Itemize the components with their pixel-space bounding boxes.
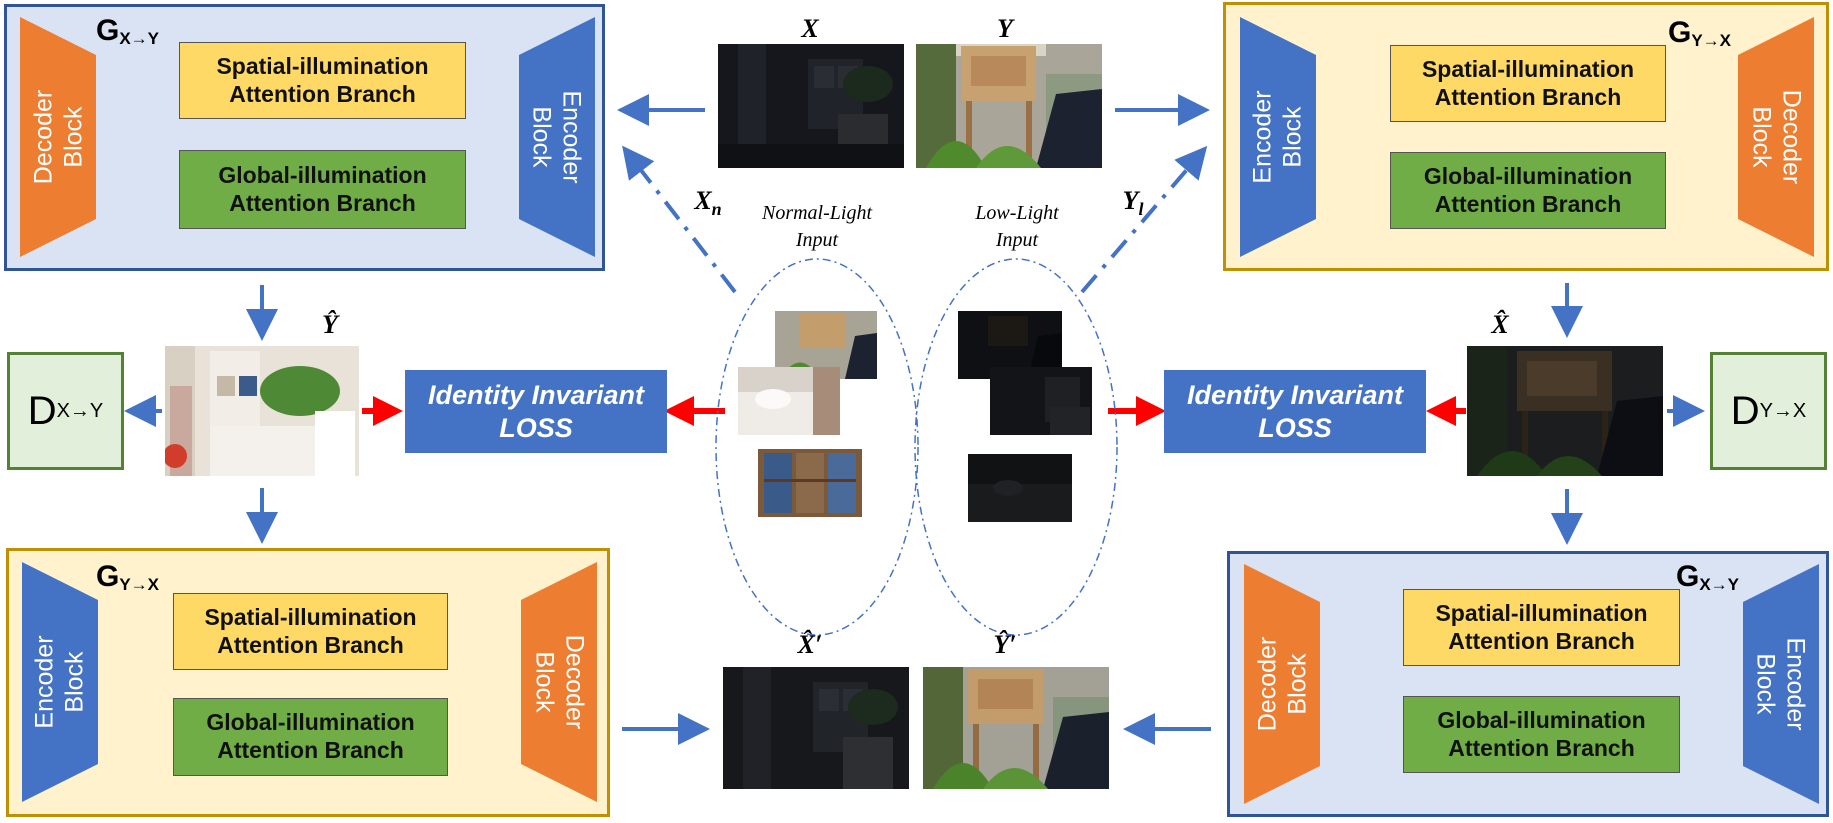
- image-y-hat-prime: [923, 667, 1109, 789]
- label-y: Y: [997, 14, 1013, 43]
- thumb-low-2: [990, 367, 1092, 435]
- encoder-block: [519, 17, 595, 257]
- generator-label: GY→X: [96, 560, 160, 594]
- decoder-block: [20, 17, 96, 257]
- label-x-n: Xn: [694, 186, 722, 220]
- thumb-normal-2: [738, 367, 840, 435]
- image-x-low-light: [718, 44, 904, 168]
- decoder-block: [1244, 564, 1320, 804]
- flow-arrows: [124, 94, 1705, 745]
- encoder-block: [1743, 564, 1819, 804]
- image-x-hat-generated: [1467, 346, 1663, 476]
- decoder-block: [1738, 17, 1814, 257]
- label-x: X: [801, 14, 819, 43]
- label-x-hat: X̂: [1491, 310, 1509, 339]
- image-x-hat-prime: [723, 667, 909, 789]
- low-light-ellipse: [914, 258, 1118, 636]
- image-y-normal-light: [916, 44, 1102, 168]
- decoder-block: [521, 562, 597, 802]
- label-y-hat: Ŷ: [322, 310, 338, 339]
- encoder-block: [22, 562, 98, 802]
- label-x-hat-prime: X̂′: [797, 630, 823, 659]
- generator-label: GY→X: [1668, 16, 1732, 50]
- label-y-hat-prime: Ŷ′: [993, 630, 1017, 659]
- generator-label: GX→Y: [1676, 560, 1740, 594]
- arrow-xn-dashed: [622, 145, 737, 294]
- arrow-yl-dashed: [1080, 145, 1208, 294]
- label-y-l: Yl: [1122, 186, 1144, 220]
- thumb-normal-3: [758, 449, 862, 517]
- generator-label: GX→Y: [96, 14, 160, 48]
- image-y-hat-enhanced: [165, 346, 359, 476]
- thumb-low-3: [968, 454, 1072, 522]
- normal-light-ellipse: [715, 258, 919, 636]
- encoder-block: [1240, 17, 1316, 257]
